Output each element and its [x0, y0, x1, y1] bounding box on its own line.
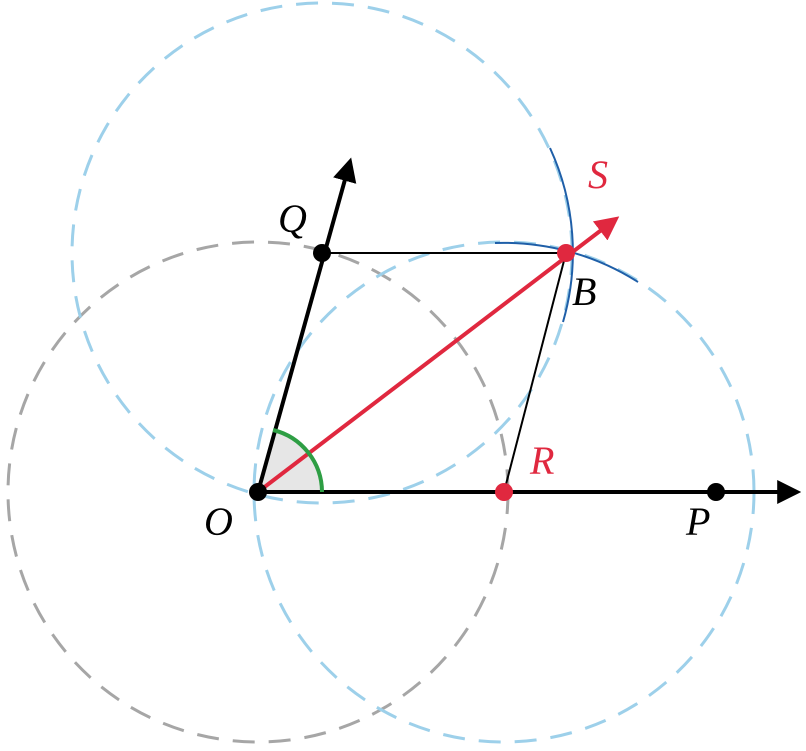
label-q: Q: [278, 196, 307, 241]
point-r: [495, 483, 513, 501]
arc-from-q: [549, 147, 574, 323]
point-b: [557, 244, 575, 262]
segment-r-b: [503, 252, 567, 493]
label-o: O: [204, 499, 233, 544]
angle-wedge: [258, 430, 322, 492]
ray-oq: [256, 157, 357, 493]
angle-arc: [272, 428, 324, 493]
point-q: [313, 244, 331, 262]
label-r: R: [529, 438, 554, 483]
label-b: B: [572, 269, 596, 314]
point-o: [249, 483, 267, 501]
bisector-ray-os: [256, 216, 620, 494]
label-p: P: [685, 499, 710, 544]
point-p: [707, 483, 725, 501]
label-s: S: [588, 152, 608, 197]
